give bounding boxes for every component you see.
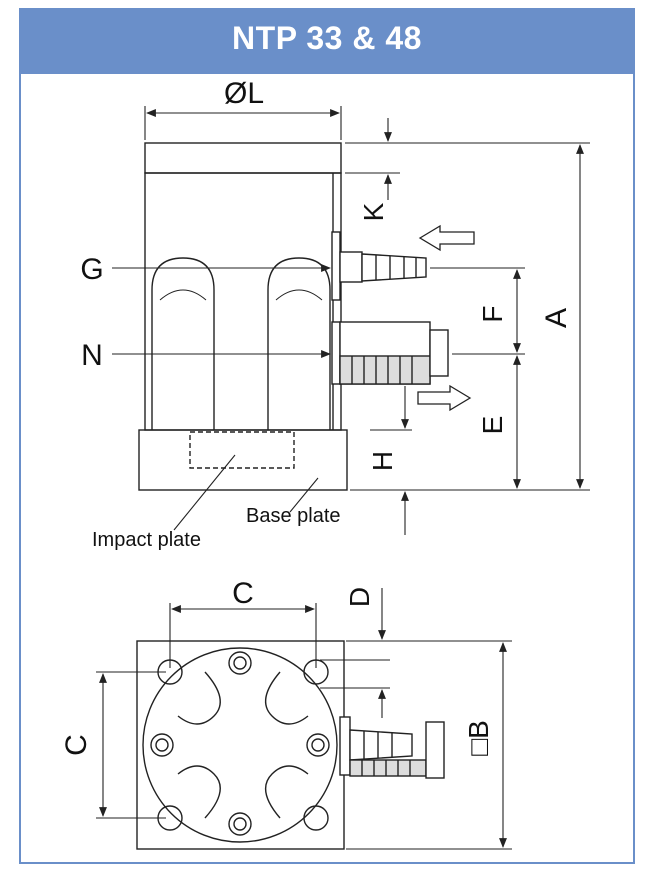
- piston-left: [151, 257, 215, 430]
- base-plate: [138, 429, 348, 491]
- label-impact-plate: Impact plate: [92, 529, 201, 551]
- side-dimensions: [112, 106, 590, 535]
- label-g: G: [80, 253, 103, 286]
- piston-right: [267, 257, 331, 430]
- bolt-icon: [306, 733, 330, 757]
- dim-label-f: F: [477, 305, 508, 322]
- dim-label-d: D: [344, 587, 375, 607]
- hose-barb: [361, 253, 427, 282]
- dim-label-b: □B: [463, 720, 494, 756]
- body-circle: [142, 647, 338, 843]
- dim-label-h: H: [367, 451, 398, 471]
- title-bar: NTP 33 & 48: [19, 8, 635, 74]
- top-cap: [144, 142, 342, 174]
- top-view: [136, 640, 445, 850]
- dim-label-e: E: [477, 416, 508, 435]
- dim-label-diameter-l: ØL: [224, 77, 264, 110]
- bolt-icon: [150, 733, 174, 757]
- dim-label-c-top: C: [232, 577, 254, 610]
- label-base-plate: Base plate: [246, 505, 341, 527]
- top-dimensions: [96, 588, 512, 850]
- dim-label-k: K: [358, 202, 389, 221]
- label-n: N: [81, 339, 103, 372]
- inlet-flange: [331, 231, 341, 301]
- impact-plate: [189, 431, 295, 469]
- page-title: NTP 33 & 48: [232, 20, 422, 56]
- bolt-icon: [228, 812, 252, 836]
- side-view: [138, 142, 449, 491]
- inlet-flow-arrow-icon: [418, 224, 475, 252]
- vibrator-body: [144, 172, 342, 431]
- exhaust-flow-arrow-icon: [417, 384, 472, 412]
- bolt-icon: [228, 651, 252, 675]
- dim-label-a: A: [540, 308, 573, 328]
- corner-hole: [303, 805, 329, 831]
- dim-label-c-side: C: [60, 734, 93, 756]
